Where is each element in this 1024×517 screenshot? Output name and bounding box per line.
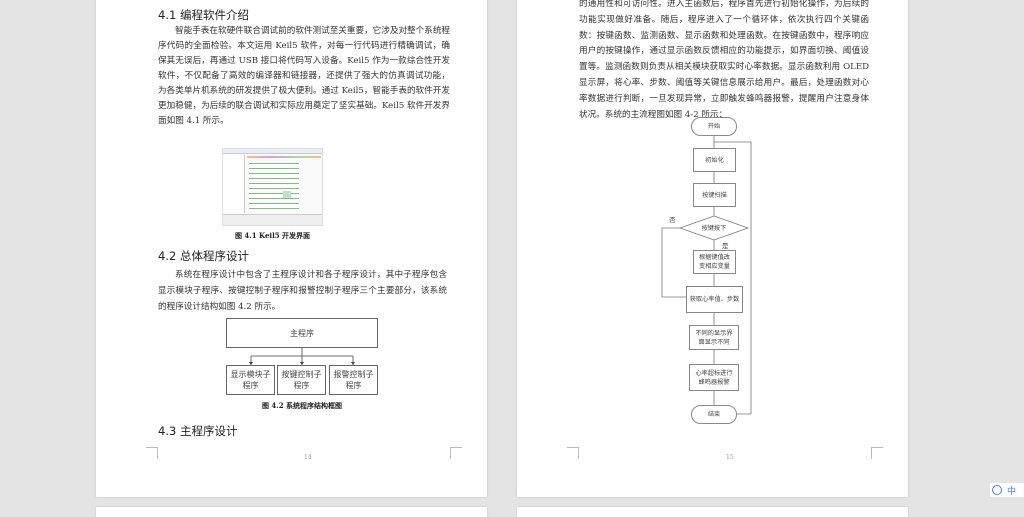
flow-decision: 按键按下 (701, 225, 727, 232)
flow-end: 结束 (691, 405, 737, 424)
ime-icon[interactable] (992, 485, 1002, 495)
flow-yes-label: 是 (722, 242, 729, 250)
corner-mark (450, 447, 462, 459)
heading-4-3: 4.3 主程序设计 (158, 424, 238, 438)
figure-4-2-caption: 图 4.2 系统程序结构框图 (261, 401, 343, 410)
page-16-top (96, 507, 487, 517)
flow-display: 不同的显示界面显示不同 (689, 325, 739, 350)
paragraph-main-flow: 的通用性和可访问性。进入主函数后，程序首先进行初始化操作，为后续的功能实现做好准… (579, 0, 869, 120)
paragraph-4-2: 系统在程序设计中包含了主程序设计和各子程序设计，其中子程序包含显示模块子程序、按… (158, 270, 447, 313)
flow-no-label: 否 (669, 216, 676, 224)
corner-mark (871, 447, 883, 459)
corner-mark (146, 447, 158, 459)
flow-init: 初始化 (693, 148, 736, 172)
flowchart-lines (661, 136, 752, 415)
flow-key-scan: 按键扫描 (693, 183, 736, 207)
page-number: 15 (726, 454, 734, 461)
flow-get-data: 获取心率值、步数 (686, 286, 743, 313)
keil5-screenshot (222, 148, 323, 226)
ime-language[interactable]: 中 (1007, 486, 1017, 497)
page-number: 14 (304, 454, 312, 461)
figure-4-1-caption: 图 4.1 Keil5 开发界面 (234, 231, 311, 240)
diagram-connectors (249, 348, 355, 365)
ime-tray[interactable]: 中 (990, 483, 1024, 497)
flow-alarm: 心率超标进行蜂鸣器报警 (689, 364, 739, 391)
diagram-sub-key: 按键控制子程序 (277, 365, 326, 395)
diagram-sub-alarm: 报警控制子程序 (329, 365, 378, 395)
corner-mark (567, 447, 579, 459)
diagram-main-program: 主程序 (226, 318, 378, 348)
page-17-top (517, 507, 908, 517)
heading-4-2: 4.2 总体程序设计 (158, 249, 249, 263)
page-14: 4.1 编程软件介绍 智能手表在软硬件联合调试前的软件测试至关重要，它涉及对整个… (96, 0, 487, 497)
flow-change-var: 根据键值改变相应变量 (693, 250, 736, 274)
paragraph-4-1: 智能手表在软硬件联合调试前的软件测试至关重要，它涉及对整个系统程序代码的全面检验… (158, 26, 451, 126)
page-15: 的通用性和可访问性。进入主函数后，程序首先进行初始化操作，为后续的功能实现做好准… (517, 0, 908, 497)
diagram-sub-display: 显示模块子程序 (226, 365, 275, 395)
flow-start: 开始 (691, 117, 737, 136)
heading-4-1: 4.1 编程软件介绍 (158, 8, 249, 22)
